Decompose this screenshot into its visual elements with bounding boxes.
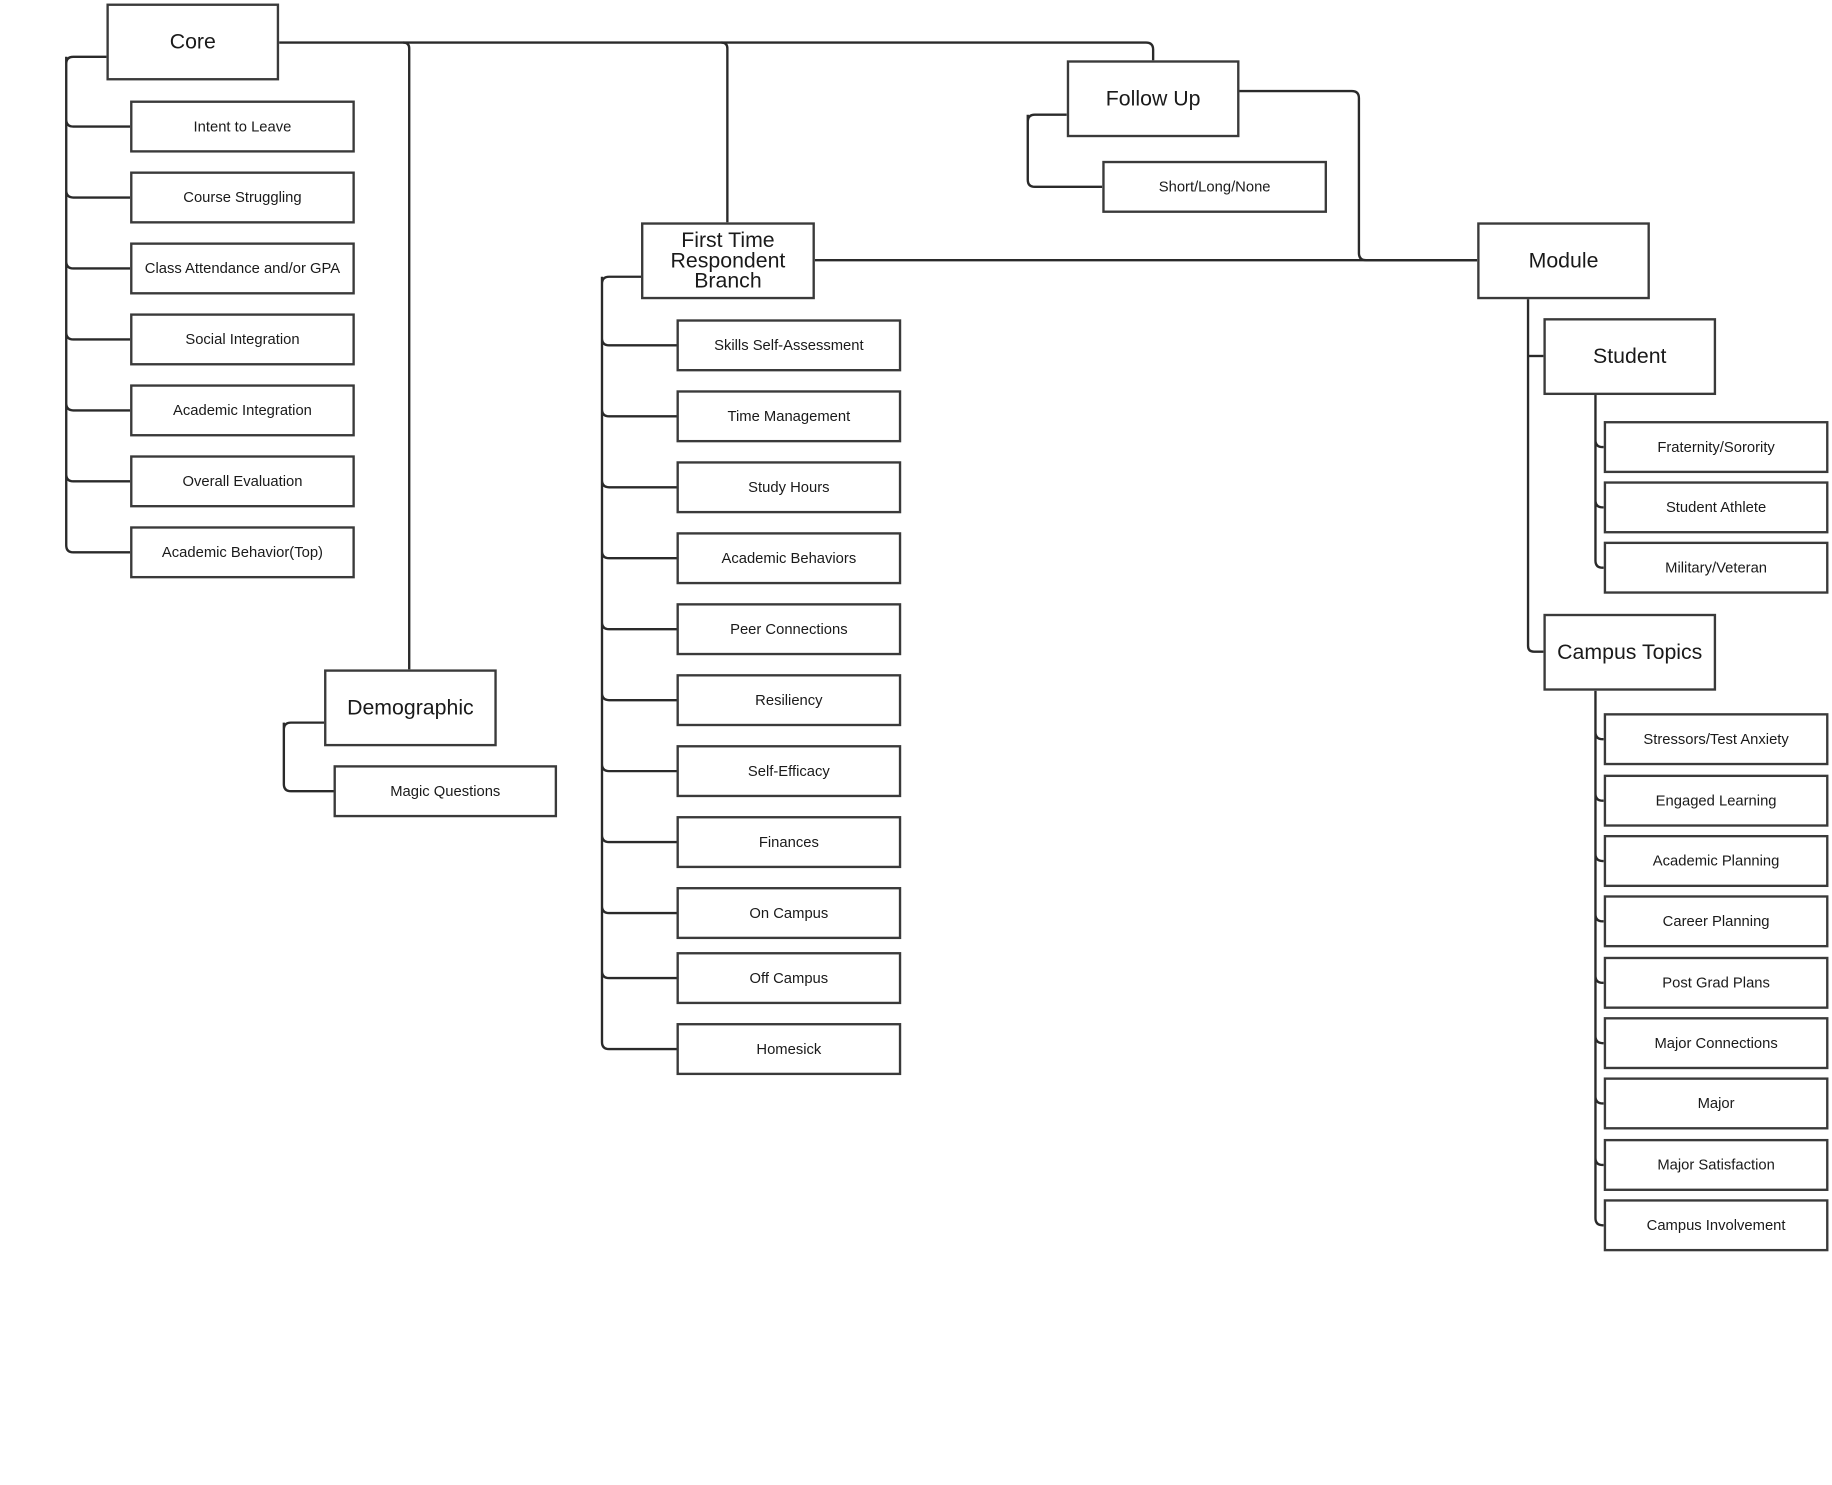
leaf-label: Peer Connections [730,620,848,638]
connector-module-trunk [1526,298,1544,653]
tree-follow-up [1026,113,1103,189]
leaf-career-planning: Career Planning [1603,895,1829,948]
leaf-academic-planning: Academic Planning [1603,834,1829,888]
leaf-label: Skills Self-Assessment [714,337,864,354]
leaf-label: Off Campus [749,969,829,987]
tree-student [1594,395,1604,569]
module-title: Module [1528,248,1599,273]
leaf-label: Career Planning [1662,913,1770,930]
leaf-peer-connections: Peer Connections [676,603,902,656]
leaf-finances: Finances [676,816,902,869]
leaf-label: Academic Behavior(Top) [161,544,323,561]
leaf-major: Major [1603,1077,1829,1130]
connector-lines [65,41,1604,1227]
tree-first-time [600,275,677,1051]
core-node: Core [106,3,280,81]
leaf-magic-questions: Magic Questions [333,765,558,818]
connector-core-to-demographic [403,41,411,670]
leaf-social-integration: Social Integration [130,313,355,366]
leaf-overall-evaluation: Overall Evaluation [130,455,355,508]
leaf-label: Stressors/Test Anxiety [1643,730,1789,748]
leaf-major-satisfaction: Major Satisfaction [1603,1138,1829,1191]
demographic-title: Demographic [347,695,474,720]
tree-core [65,55,131,554]
connector-core-to-follow-up [279,41,1155,61]
leaf-label: Academic Behaviors [721,549,857,567]
tree-campus [1594,690,1604,1227]
leaf-course-struggling: Course Struggling [130,171,355,224]
leaf-label: Post Grad Plans [1662,974,1770,992]
leaf-engaged-learning: Engaged Learning [1603,774,1829,827]
leaf-class-attendance-and-or-gpa: Class Attendance and/or GPA [130,242,355,295]
leaf-label: Self-Efficacy [747,762,830,780]
leaf-label: Overall Evaluation [182,473,303,490]
follow-up-title: Follow Up [1105,86,1201,110]
leaf-label: Fraternity/Sorority [1657,438,1775,456]
leaf-label: On Campus [749,904,829,922]
leaf-short-long-none: Short/Long/None [1102,160,1327,213]
leaf-major-connections: Major Connections [1603,1017,1829,1070]
leaf-skills-self-assessment: Skills Self-Assessment [676,319,902,372]
leaf-label: Student Athlete [1665,499,1767,516]
first-time-respondent-branch-node: First Time Respondent Branch [641,222,815,300]
connector-follow-up-to-module [1239,89,1478,262]
leaf-academic-integration: Academic Integration [130,384,355,437]
leaf-time-management: Time Management [676,390,902,443]
tree-demographic [282,721,334,793]
campus-topics-node: Campus Topics [1543,613,1717,691]
leaf-military-veteran: Military/Veteran [1603,541,1829,594]
leaf-label: Campus Involvement [1646,1216,1786,1234]
module-node: Module [1477,222,1650,300]
leaf-label: Academic Planning [1652,852,1780,870]
leaf-label: Military/Veteran [1665,559,1768,576]
leaf-label: Intent to Leave [193,118,292,135]
leaf-label: Major [1697,1095,1735,1112]
leaf-resiliency: Resiliency [676,674,902,727]
leaf-homesick: Homesick [676,1023,902,1076]
leaf-label: Resiliency [755,691,823,709]
leaf-study-hours: Study Hours [676,461,902,514]
first-time-title: First Time Respondent Branch [670,228,786,293]
leaf-label: Short/Long/None [1158,178,1271,196]
leaf-post-grad-plans: Post Grad Plans [1603,956,1829,1009]
leaf-label: Social Integration [185,331,300,348]
leaf-label: Academic Integration [173,402,312,419]
student-node: Student [1543,318,1717,396]
leaf-label: Major Connections [1654,1034,1778,1052]
connector-core-to-first-time [721,41,729,223]
leaf-academic-behavior-top: Academic Behavior(Top) [130,526,355,579]
leaf-label: Course Struggling [183,189,302,206]
leaf-label: Time Management [727,408,851,425]
core-title: Core [169,29,216,54]
leaf-intent-to-leave: Intent to Leave [130,100,355,153]
campus-topics-title: Campus Topics [1557,639,1703,664]
leaf-label: Homesick [756,1040,822,1058]
leaf-stressors-test-anxiety: Stressors/Test Anxiety [1603,713,1829,766]
leaf-academic-behaviors: Academic Behaviors [676,532,902,585]
leaf-self-efficacy: Self-Efficacy [676,745,902,798]
leaf-label: Major Satisfaction [1657,1156,1775,1174]
leaf-student-athlete: Student Athlete [1603,481,1829,534]
leaf-on-campus: On Campus [676,887,902,940]
leaf-off-campus: Off Campus [676,952,902,1005]
leaf-label: Finances [758,833,819,851]
leaf-campus-involvement: Campus Involvement [1603,1199,1829,1252]
leaf-label: Engaged Learning [1655,792,1777,809]
demographic-node: Demographic [324,669,497,747]
follow-up-node: Follow Up [1066,60,1240,138]
leaf-label: Magic Questions [390,782,501,800]
leaf-fraternity-sorority: Fraternity/Sorority [1603,421,1829,474]
leaf-label: Class Attendance and/or GPA [144,260,341,277]
student-title: Student [1593,344,1667,368]
leaf-label: Study Hours [748,478,830,496]
